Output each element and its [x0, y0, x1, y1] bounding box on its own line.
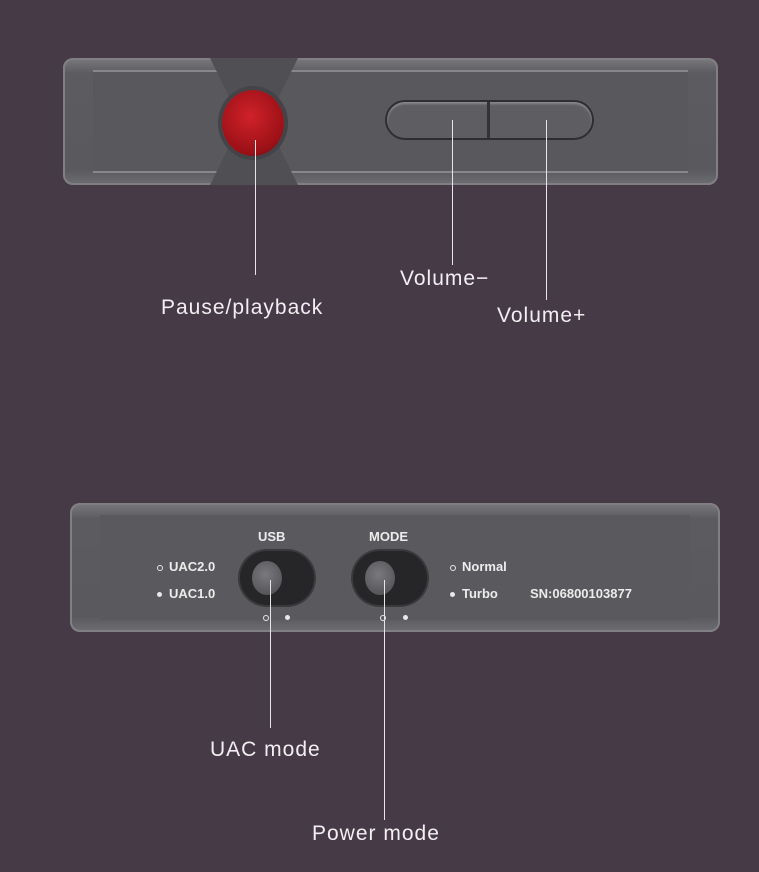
uac-mode-label: UAC mode	[210, 738, 321, 761]
normal-label: Normal	[462, 559, 507, 574]
hollow-dot	[263, 615, 269, 621]
uac-callout-line	[270, 580, 271, 728]
uac1-label: UAC1.0	[169, 586, 216, 601]
usb-switch-knob	[252, 561, 282, 595]
volume-up-label: Volume+	[497, 304, 587, 327]
volume-down-label: Volume−	[400, 267, 490, 290]
pause-play-button	[222, 90, 284, 156]
filled-dot	[157, 592, 162, 597]
usb-switch	[240, 551, 314, 605]
hollow-dot	[380, 615, 386, 621]
pause-label: Pause/playback	[161, 296, 324, 319]
volume-down-callout-line	[452, 120, 453, 265]
filled-dot	[403, 615, 408, 620]
mode-switch-knob	[365, 561, 395, 595]
hollow-dot	[450, 565, 456, 571]
rocker-divider	[487, 102, 490, 138]
power-mode-label: Power mode	[312, 822, 440, 845]
mode-label: MODE	[369, 529, 408, 544]
hollow-dot	[157, 565, 163, 571]
filled-dot	[450, 592, 455, 597]
filled-dot	[285, 615, 290, 620]
serial-number: SN:06800103877	[530, 586, 632, 601]
power-callout-line	[384, 580, 385, 820]
turbo-label: Turbo	[462, 586, 498, 601]
mode-switch	[353, 551, 427, 605]
volume-rocker	[387, 102, 592, 138]
volume-up-callout-line	[546, 120, 547, 300]
usb-label: USB	[258, 529, 286, 544]
uac2-label: UAC2.0	[169, 559, 216, 574]
pause-callout-line	[255, 140, 256, 275]
